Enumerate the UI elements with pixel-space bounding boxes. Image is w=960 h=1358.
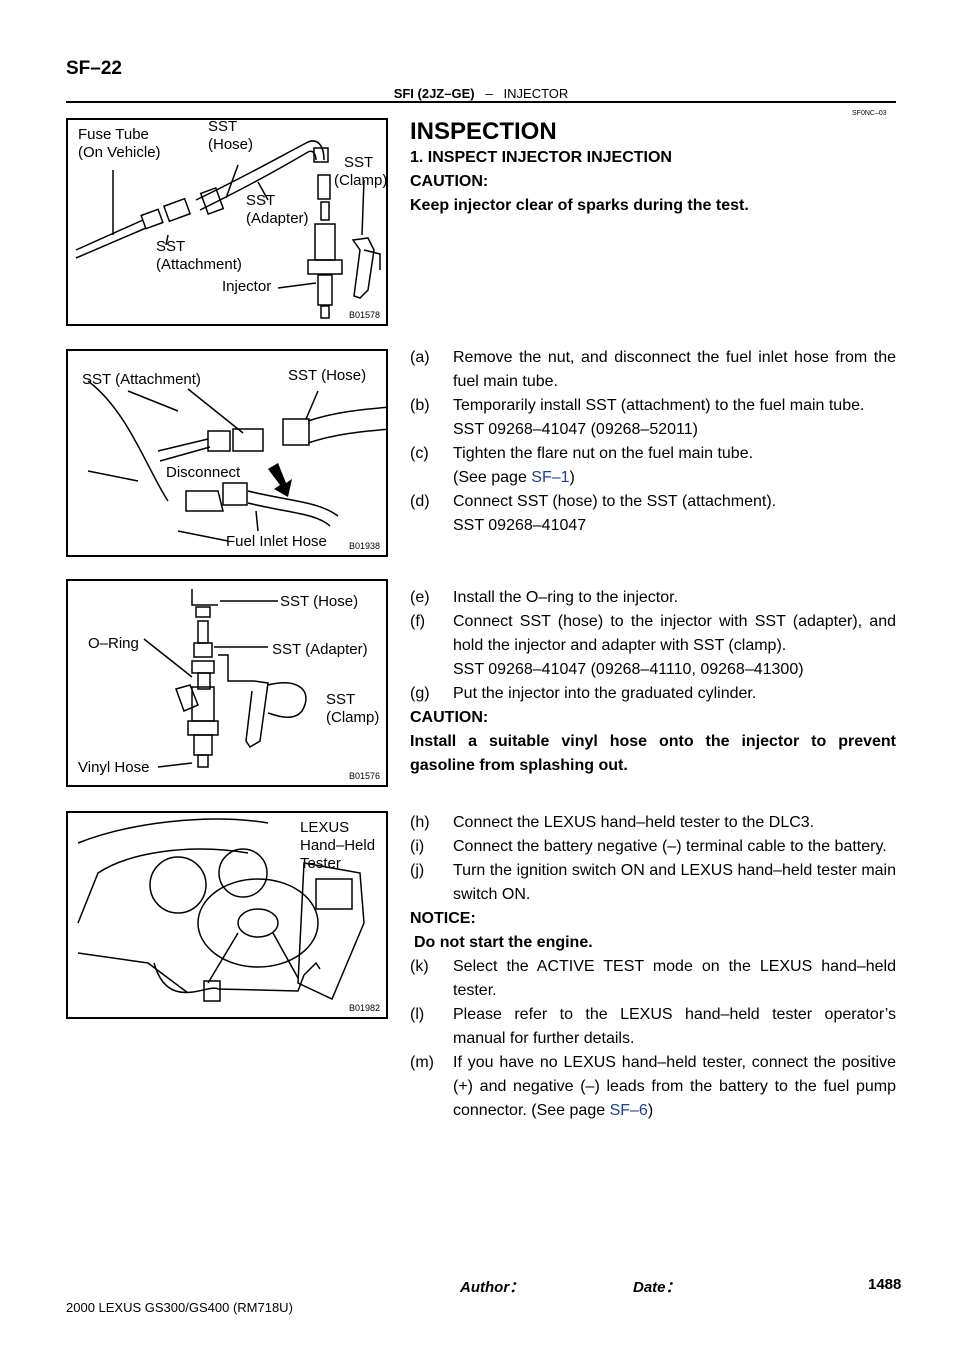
step-c: (c)Tighten the flare nut on the fuel mai…: [410, 445, 754, 462]
step-i: (i)Connect the battery negative (–) term…: [410, 838, 887, 855]
label-sst: SST: [326, 691, 356, 708]
figure-injector-setup: Fuse Tube (On Vehicle) SST (Hose) SST (C…: [66, 118, 388, 326]
label-lexus: LEXUS: [300, 819, 350, 836]
step-f: (f)Connect SST (hose) to the injector wi…: [410, 613, 896, 654]
figure-id: B01982: [348, 1003, 380, 1013]
label-fuel-inlet-hose: Fuel Inlet Hose: [226, 533, 327, 550]
figure-injector-test: SST (Hose) O–Ring SST (Adapter) SST (Cla…: [66, 579, 388, 787]
figure-fuel-line: SST (Attachment) SST (Hose) Disconnect F…: [66, 349, 388, 557]
step-g: (g)Put the injector into the graduated c…: [410, 685, 757, 702]
caution-label: CAUTION:: [410, 173, 489, 190]
text-steps-e-g: (e)Install the O–ring to the injector. (…: [410, 586, 896, 778]
link-sf-6[interactable]: SF–6: [609, 1102, 648, 1119]
step-j: (j)Turn the ignition switch ON and LEXUS…: [410, 862, 896, 903]
label-clamp: (Clamp): [326, 709, 380, 726]
label-vinyl-hose: Vinyl Hose: [78, 759, 150, 776]
header-rule: [66, 101, 896, 103]
step-l: (l)Please refer to the LEXUS hand–held t…: [410, 1006, 896, 1047]
figure-id: B01938: [348, 541, 380, 551]
vehicle-model: 2000 LEXUS GS300/GS400 (RM718U): [66, 1300, 293, 1315]
label-hose: (Hose): [208, 136, 254, 153]
step-d-sst: SST 09268–41047: [453, 517, 587, 534]
label-sst: SST: [156, 238, 186, 255]
label-sst-hose: SST (Hose): [280, 593, 359, 610]
label-fuse-tube: Fuse Tube: [78, 126, 149, 143]
section-title: SFI (2JZ–GE) – INJECTOR: [393, 86, 569, 101]
caution-text-2: Install a suitable vinyl hose onto the i…: [410, 733, 896, 774]
step-b-sst: SST 09268–41047 (09268–52011): [453, 421, 698, 438]
step-b: (b)Temporarily install SST (attachment) …: [410, 397, 865, 414]
page-code: SF–22: [66, 58, 122, 79]
label-on-vehicle: (On Vehicle): [78, 144, 161, 161]
step-f-sst: SST 09268–41047 (09268–41110, 09268–4130…: [453, 661, 804, 678]
label-adapter: (Adapter): [246, 210, 309, 227]
caution-label-2: CAUTION:: [410, 709, 489, 726]
label-clamp: (Clamp): [334, 172, 388, 189]
inspection-title: INSPECTION: [410, 118, 557, 145]
page-number: 1488: [868, 1276, 902, 1293]
step-a: (a)Remove the nut, and disconnect the fu…: [410, 349, 896, 390]
label-sst: SST: [208, 118, 238, 135]
author-label: Author：: [460, 1279, 525, 1296]
label-disconnect: Disconnect: [166, 464, 241, 481]
step-m: (m)If you have no LEXUS hand–held tester…: [410, 1054, 896, 1119]
label-sst-attachment: SST (Attachment): [82, 371, 201, 388]
label-hand-held: Hand–Held: [300, 837, 376, 854]
caution-text: Keep injector clear of sparks during the…: [410, 197, 749, 214]
step-1: 1. INSPECT INJECTOR INJECTION: [410, 149, 672, 166]
figure-id: B01578: [348, 310, 380, 320]
step-c-see: (See page SF–1): [453, 469, 575, 486]
notice-label: NOTICE:: [410, 910, 476, 927]
label-sst: SST: [246, 192, 276, 209]
label-sst: SST: [344, 154, 374, 171]
step-h: (h)Connect the LEXUS hand–held tester to…: [410, 814, 815, 831]
label-tester: Tester: [300, 855, 341, 872]
figure-hand-held-tester: LEXUS Hand–Held Tester B01982: [66, 811, 388, 1019]
notice-text: Do not start the engine.: [414, 934, 593, 951]
link-sf-1[interactable]: SF–1: [531, 469, 570, 486]
text-inspection: INSPECTION 1. INSPECT INJECTOR INJECTION…: [410, 118, 896, 218]
label-sst-hose: SST (Hose): [288, 367, 367, 384]
step-e: (e)Install the O–ring to the injector.: [410, 589, 679, 606]
step-k: (k)Select the ACTIVE TEST mode on the LE…: [410, 958, 896, 999]
text-steps-a-d: (a)Remove the nut, and disconnect the fu…: [410, 346, 896, 538]
label-sst-adapter: SST (Adapter): [272, 641, 368, 658]
doc-code: SF0NC–03: [852, 110, 887, 117]
label-attachment: (Attachment): [156, 256, 242, 273]
date-label: Date：: [633, 1279, 681, 1296]
step-d: (d)Connect SST (hose) to the SST (attach…: [410, 493, 777, 510]
figure-id: B01576: [348, 771, 380, 781]
text-steps-h-m: (h)Connect the LEXUS hand–held tester to…: [410, 811, 896, 1123]
label-injector: Injector: [222, 278, 272, 295]
label-o-ring: O–Ring: [88, 635, 139, 652]
